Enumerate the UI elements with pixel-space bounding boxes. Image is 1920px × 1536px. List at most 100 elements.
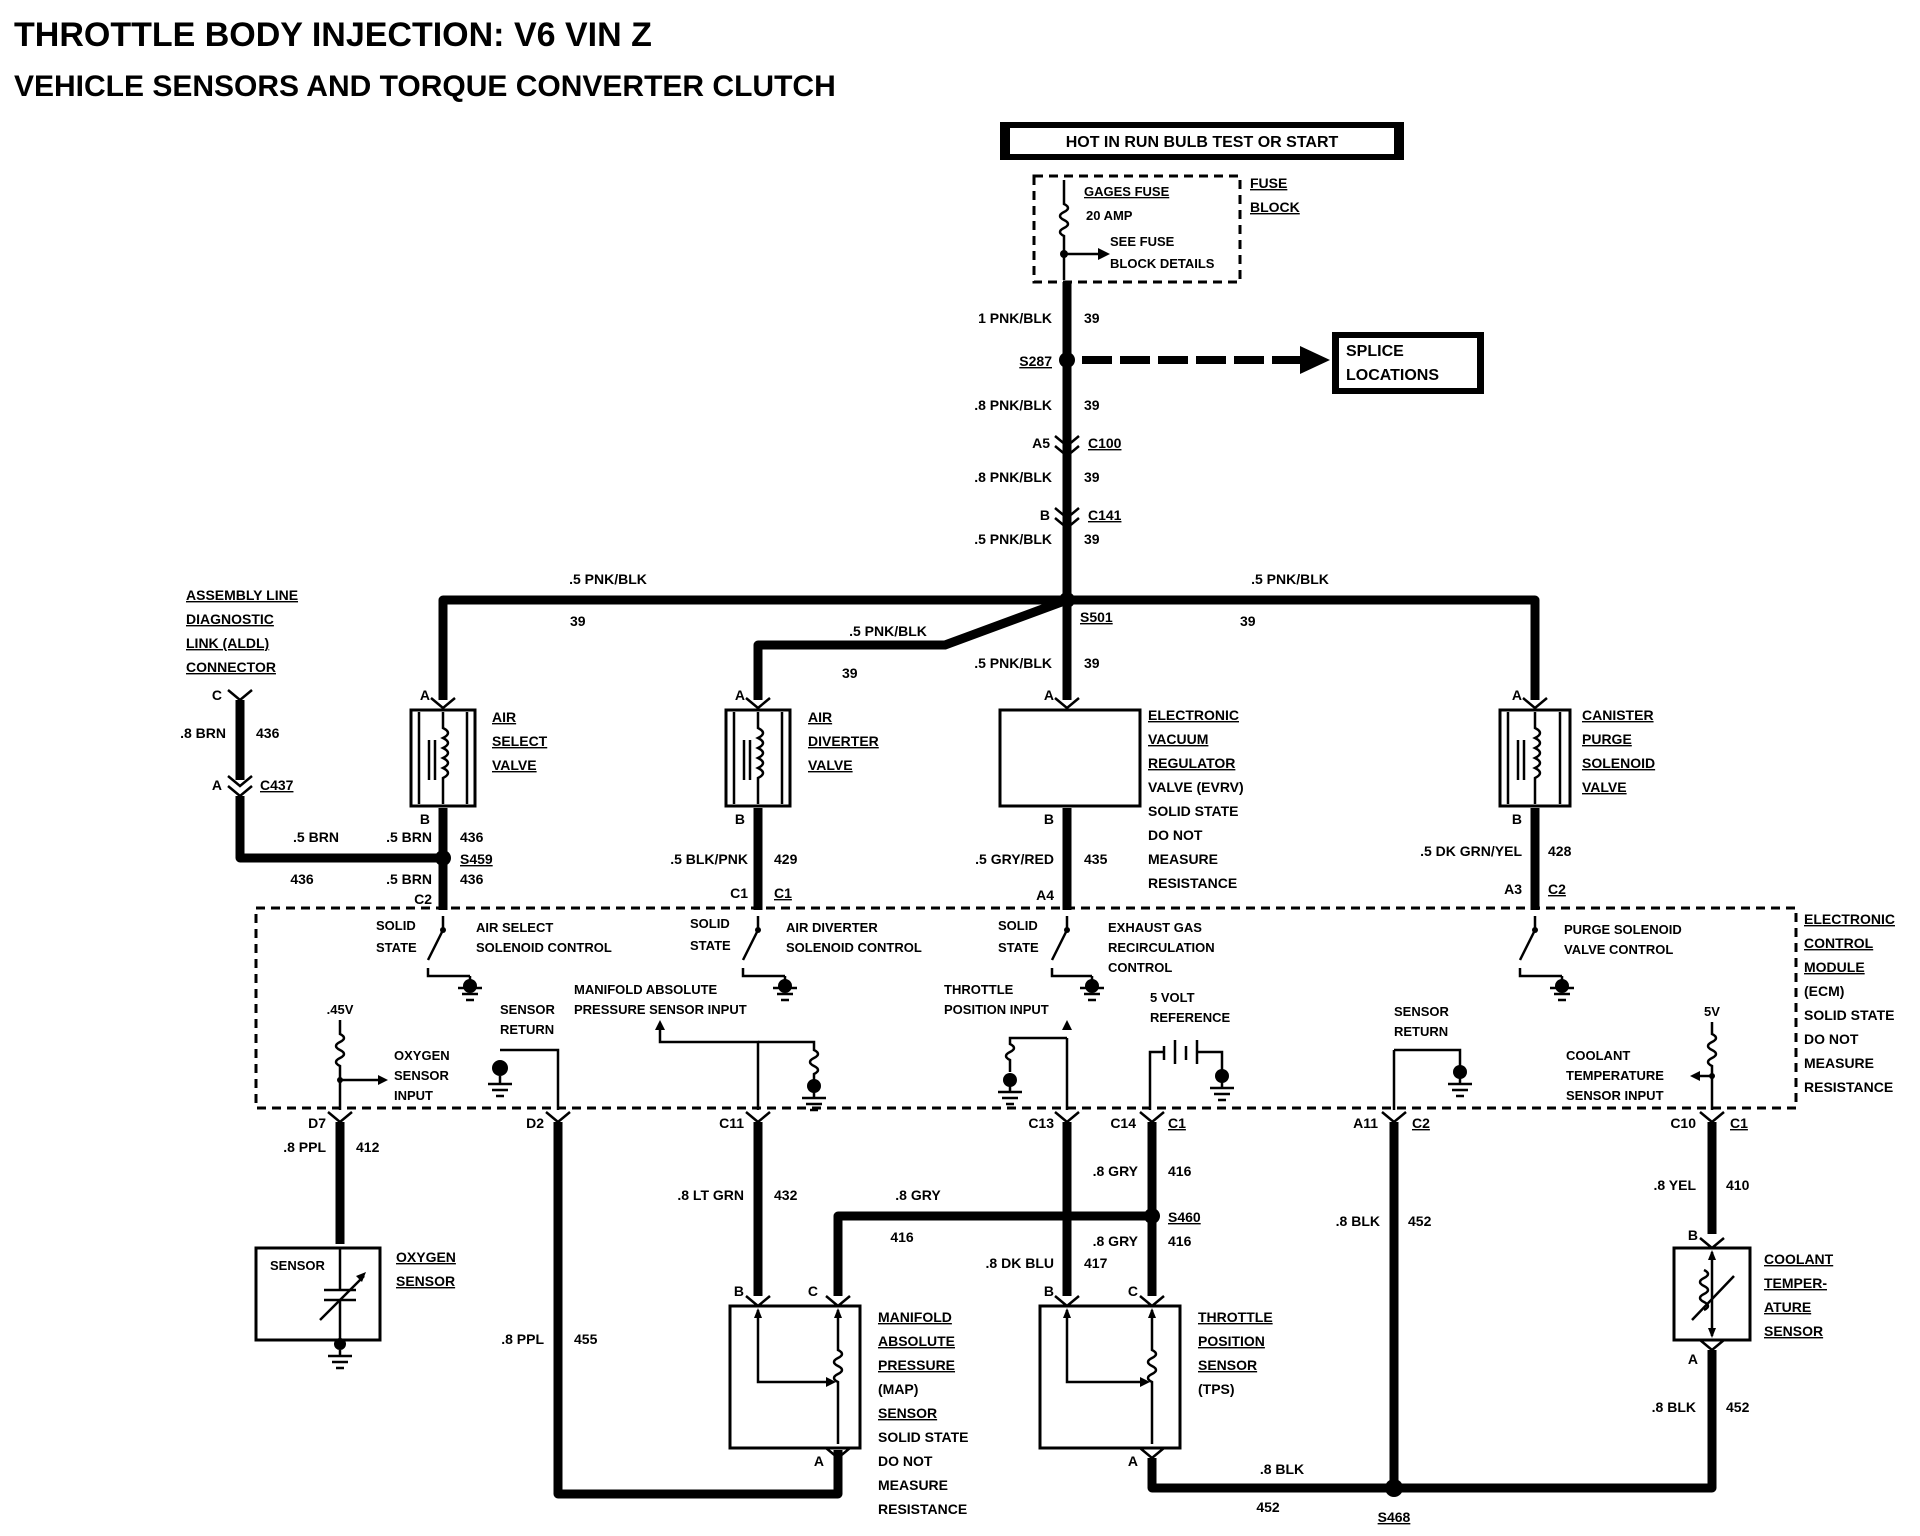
aldl-label-4: CONNECTOR (186, 659, 276, 675)
yel-wire: .8 YEL (1653, 1177, 1696, 1193)
o2-input-3: INPUT (394, 1088, 433, 1103)
air-diverter-label-2: DIVERTER (808, 733, 879, 749)
air-select-label-3: VALVE (492, 757, 537, 773)
coolant-temp-input: 5V COOLANT TEMPERATURE SENSOR INPUT (1566, 1004, 1720, 1110)
connector-c100-label: C100 (1088, 435, 1122, 451)
feed-circuit-4: 39 (1084, 531, 1100, 547)
canister-label-1: CANISTER (1582, 707, 1654, 723)
yel-circuit: 410 (1726, 1177, 1750, 1193)
air-select-wire-2: .5 BRN (386, 871, 432, 887)
branch-mid-circuit: 39 (842, 665, 858, 681)
ecm-label-6: DO NOT (1804, 1031, 1859, 1047)
o2-sensor-input: .45V OXYGEN SENSOR INPUT (327, 1002, 450, 1110)
air-diverter-state: STATE (690, 938, 731, 953)
coolant-label-4: SENSOR (1764, 1323, 1823, 1339)
air-select-state: STATE (376, 940, 417, 955)
canister-pin-a: A (1512, 687, 1522, 703)
blk-circuit-3: 452 (1256, 1499, 1280, 1515)
splice-s501-label: S501 (1080, 609, 1113, 625)
splice-s468: S468 (1378, 1509, 1411, 1525)
map-label-1: MANIFOLD (878, 1309, 952, 1325)
o2-sensor-circuit: D7 .8 PPL 412 SENSOR OXYGEN SENSOR (254, 1111, 456, 1370)
connector-c100 (1054, 435, 1080, 458)
egr-control-3: CONTROL (1108, 960, 1172, 975)
blk-circuit: 452 (1408, 1213, 1432, 1229)
map-circuit: 432 (774, 1187, 798, 1203)
aldl-pin-a: A (212, 777, 222, 793)
evrv-valve: A B ELECTRONIC VACUUM REGULATOR VALVE (E… (975, 687, 1244, 910)
coolant-pin-a: A (1688, 1351, 1698, 1367)
ecm-label-2: CONTROL (1804, 935, 1874, 951)
splice-s460: S460 (1168, 1209, 1201, 1225)
feed-circuit-1: 39 (1084, 310, 1100, 326)
evrv-label-2: VACUUM (1148, 731, 1208, 747)
feed-circuit-3: 39 (1084, 469, 1100, 485)
canister-circuit: 428 (1548, 843, 1572, 859)
aldl-circuit-2: 436 (290, 871, 314, 887)
evrv-wire: .5 GRY/RED (975, 851, 1054, 867)
canister-purge-valve: A B CANISTER PURGE SOLENOID VALVE .5 DK … (1420, 687, 1655, 910)
map-label-4: (MAP) (878, 1381, 918, 1397)
air-diverter-conn-c1: C1 (774, 885, 792, 901)
evrv-label-5: SOLID STATE (1148, 803, 1238, 819)
ct-input-1: COOLANT (1566, 1048, 1630, 1063)
air-select-circuit: 436 (460, 829, 484, 845)
branch-air-diverter-wire (753, 595, 1069, 700)
fuse-block-label-2: BLOCK (1250, 199, 1300, 215)
aldl-pin-c: C (212, 687, 222, 703)
map-label-2: ABSOLUTE (878, 1333, 955, 1349)
gry-wire-1: .8 GRY (1093, 1163, 1139, 1179)
map-pin-c: C (808, 1283, 818, 1299)
egr-solid: SOLID (998, 918, 1038, 933)
evrv-circuit: 435 (1084, 851, 1108, 867)
evrv-pin-b: B (1044, 811, 1054, 827)
air-diverter-label-1: AIR (808, 709, 832, 725)
air-diverter-label-3: VALVE (808, 757, 853, 773)
air-select-solid: SOLID (376, 918, 416, 933)
fuse-block-label-1: FUSE (1250, 175, 1287, 191)
branch-left-wire: .5 PNK/BLK (569, 571, 647, 587)
purge-driver: PURGE SOLENOID VALVE CONTROL (1518, 916, 1682, 1002)
fuse-note-1: SEE FUSE (1110, 234, 1175, 249)
sensor-return-1-label-1: SENSOR (500, 1002, 556, 1017)
air-select-pin-a: A (420, 687, 430, 703)
air-select-wire: .5 BRN (386, 829, 432, 845)
air-select-label-2: SELECT (492, 733, 548, 749)
map-input-1: MANIFOLD ABSOLUTE (574, 982, 718, 997)
map-label-6: SOLID STATE (878, 1429, 968, 1445)
blk-wire-3: .8 BLK (1260, 1461, 1304, 1477)
branch-evrv-wire-label: .5 PNK/BLK (974, 655, 1052, 671)
ct-input-3: SENSOR INPUT (1566, 1088, 1664, 1103)
air-diverter-driver: SOLID STATE AIR DIVERTER SOLENOID CONTRO… (690, 916, 922, 1002)
sensor-return-1: SENSOR RETURN (488, 1002, 560, 1110)
map-label-3: PRESSURE (878, 1357, 955, 1373)
tps-pin-c: C (1128, 1283, 1138, 1299)
blk-wire: .8 BLK (1336, 1213, 1380, 1229)
splice-locations-2: LOCATIONS (1346, 367, 1439, 384)
feed-circuit-2: 39 (1084, 397, 1100, 413)
gry-top-wire: .8 GRY (895, 1187, 941, 1203)
branch-air-select-wire (438, 595, 1067, 700)
branch-mid-wire: .5 PNK/BLK (849, 623, 927, 639)
sensor-return-d2-circuit: D2 .8 PPL 455 (501, 1111, 843, 1499)
tps-pin-a: A (1128, 1453, 1138, 1469)
diagram-title: THROTTLE BODY INJECTION: V6 VIN Z (14, 16, 652, 54)
tps-input-1: THROTTLE (944, 982, 1014, 997)
pin-a5: A5 (1032, 435, 1050, 451)
sensor-return-2-label-2: RETURN (1394, 1024, 1448, 1039)
pin-a11: A11 (1353, 1115, 1378, 1131)
pin-c10: C10 (1670, 1115, 1696, 1131)
blk-wire-2: .8 BLK (1652, 1399, 1696, 1415)
map-wire: .8 LT GRN (677, 1187, 744, 1203)
fuse-name: GAGES FUSE (1084, 184, 1170, 199)
map-label-7: DO NOT (878, 1453, 933, 1469)
branch-left-circuit: 39 (570, 613, 586, 629)
coolant-sensor-circuit: C10 C1 .8 YEL 410 B A .8 BLK 452 COOLANT… (1652, 1111, 1834, 1415)
ppl-wire: .8 PPL (501, 1331, 544, 1347)
air-diverter-valve: A B AIR DIVERTER VALVE .5 BLK/PNK 429 C1… (670, 687, 879, 910)
o2-sensor-label-2: SENSOR (396, 1273, 455, 1289)
splice-locations-box: SPLICE LOCATIONS (1332, 332, 1484, 394)
evrv-label-8: RESISTANCE (1148, 875, 1237, 891)
air-diverter-circuit: 429 (774, 851, 798, 867)
